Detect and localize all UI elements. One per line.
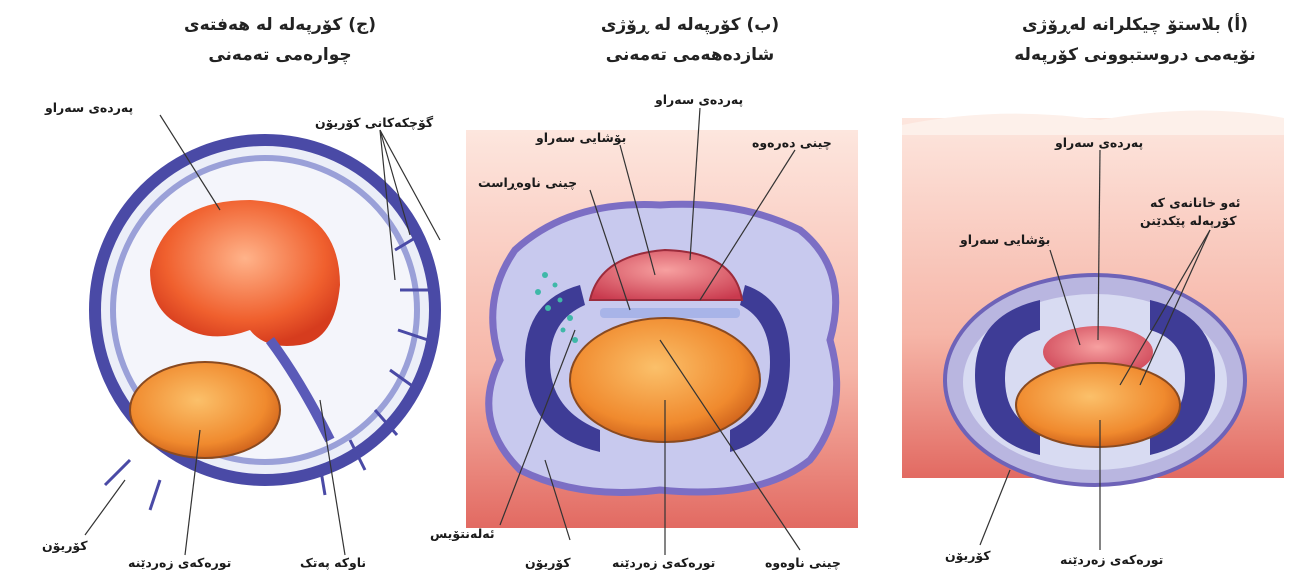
label-b-amnion: پەردەی سەراو bbox=[655, 92, 743, 107]
label-b-chorion: کۆریۆن bbox=[525, 555, 571, 570]
label-c-chorion: کۆریۆن bbox=[42, 538, 88, 553]
label-a-embryo-cells-line1: ئەو خانانەی کە bbox=[1150, 195, 1240, 210]
label-b-mesoderm: چینی ناوەڕاست bbox=[478, 175, 577, 190]
label-a-embryo-cells-line2: کۆرپەلە پێکدێنن bbox=[1140, 213, 1237, 228]
label-a-yolk-sac: تورەکەی زەردێنە bbox=[1060, 552, 1163, 567]
label-a-chorion: کۆریۆن bbox=[945, 548, 991, 563]
label-b-yolk-sac: تورەکەی زەردێنە bbox=[612, 555, 715, 570]
label-c-amnion: پەردەی سەراو bbox=[45, 100, 133, 115]
label-c-yolk-sac: تورەکەی زەردێنە bbox=[128, 555, 231, 570]
label-b-amniotic-cavity: بۆشایی سەراو bbox=[536, 130, 626, 145]
label-b-ectoderm: چینی دەرەوە bbox=[752, 135, 832, 150]
label-c-umbilical-cord: ناوکە پەتک bbox=[300, 555, 366, 570]
label-c-chorionic-villi: گۆچکەکانی کۆریۆن bbox=[315, 115, 433, 130]
label-a-amnion: پەردەی سەراو bbox=[1055, 135, 1143, 150]
label-b-endoderm: چینی ناوەوە bbox=[765, 555, 841, 570]
label-b-allantois: ئەلەنتۆیس bbox=[430, 526, 495, 541]
label-a-amniotic-cavity: بۆشایی سەراو bbox=[960, 232, 1050, 247]
